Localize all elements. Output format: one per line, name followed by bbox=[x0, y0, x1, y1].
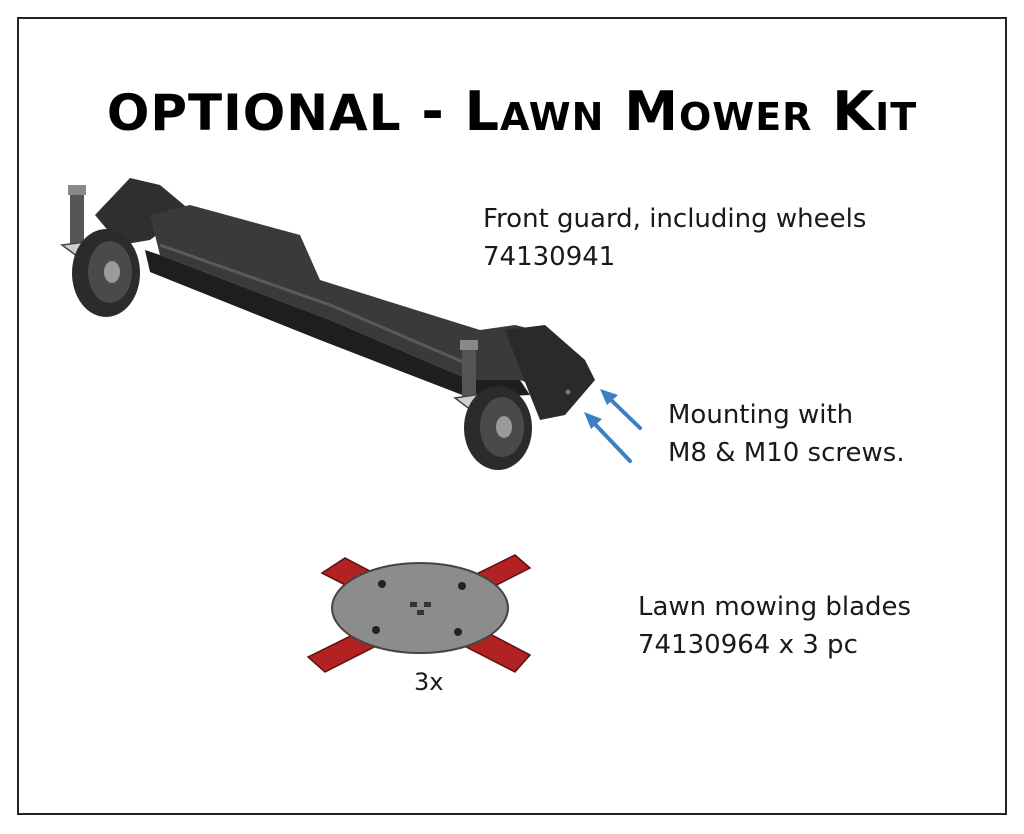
mounting-line-2: M8 & M10 screws. bbox=[668, 438, 905, 468]
arrow-lower bbox=[590, 419, 632, 463]
blades-label: Lawn mowing blades 74130964 x 3 pc bbox=[638, 588, 911, 664]
mounting-arrows bbox=[584, 389, 642, 463]
front-guard-image bbox=[60, 178, 595, 470]
arrow-upper bbox=[606, 395, 642, 430]
arrow-lower-head bbox=[584, 412, 602, 429]
page-title: OPTIONAL - Lawn Mower Kit bbox=[0, 80, 1024, 143]
mowing-blades-image bbox=[306, 554, 532, 673]
front-guard-part-number: 74130941 bbox=[483, 242, 616, 272]
mounting-line-1: Mounting with bbox=[668, 400, 854, 430]
front-guard-description: Front guard, including wheels bbox=[483, 204, 867, 234]
front-guard-label: Front guard, including wheels 74130941 bbox=[483, 200, 866, 276]
title-lead: OPTIONAL bbox=[106, 84, 402, 142]
title-rest: - Lawn Mower Kit bbox=[401, 80, 918, 143]
arrow-upper-head bbox=[600, 389, 618, 405]
blades-part-number: 74130964 x 3 pc bbox=[638, 630, 858, 660]
blades-description: Lawn mowing blades bbox=[638, 592, 912, 622]
blades-quantity: 3x bbox=[414, 668, 444, 696]
mounting-label: Mounting with M8 & M10 screws. bbox=[668, 396, 905, 472]
